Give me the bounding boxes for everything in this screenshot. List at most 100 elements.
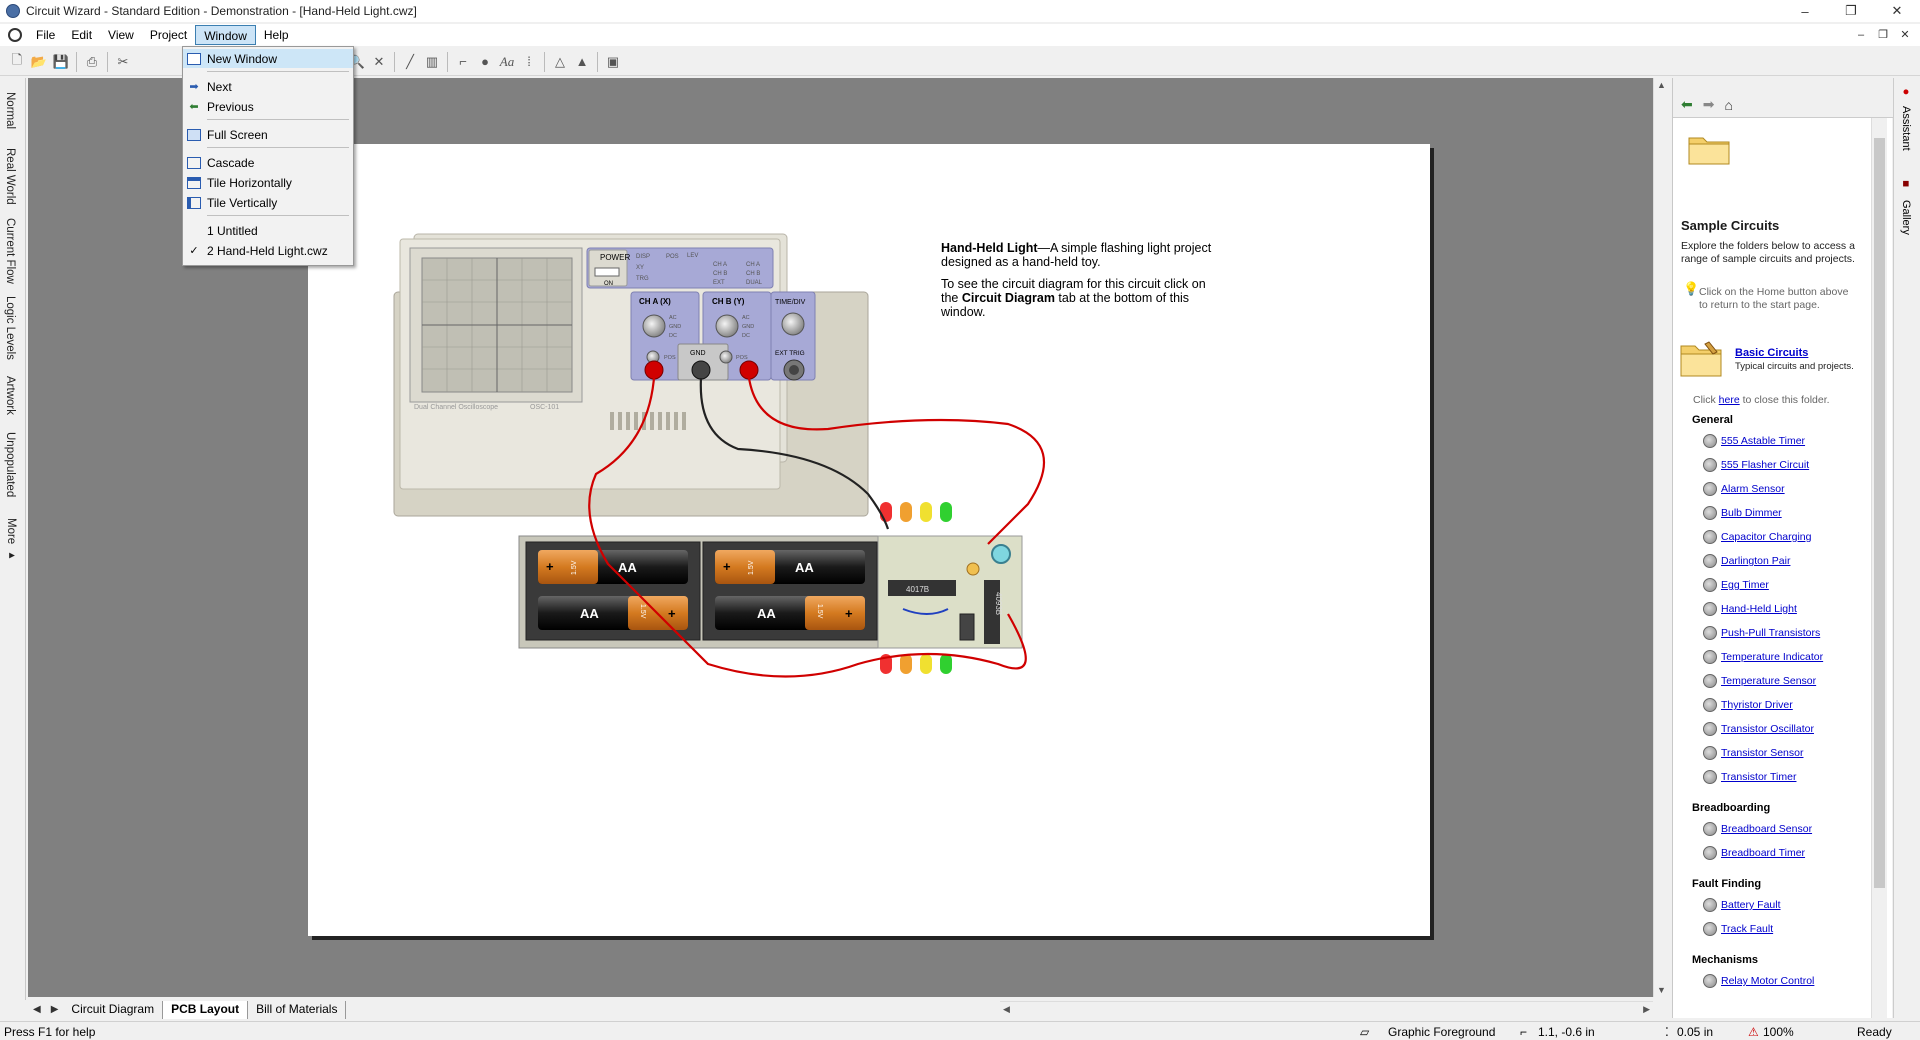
tab-assistant[interactable]: Assistant [1900, 106, 1912, 151]
delete-tool-icon[interactable]: ✕ [373, 53, 385, 69]
battery-pack[interactable]: AA AA AA AA 1.5V 1.5V 1.5V 1.5V ++++ [518, 535, 886, 649]
cut-icon[interactable]: ✂ [117, 53, 129, 69]
circuit-list-item[interactable]: Alarm Sensor [1703, 482, 1785, 496]
tab-real-world[interactable]: Real World [4, 148, 16, 205]
circuit-link[interactable]: Temperature Indicator [1721, 651, 1824, 663]
probe-wires[interactable] [588, 377, 1045, 678]
workspace-vertical-scrollbar[interactable]: ▲ ▼ [1653, 78, 1670, 997]
tab-current-flow[interactable]: Current Flow [4, 218, 16, 284]
scroll-right-icon[interactable]: ▶ [1643, 1004, 1650, 1014]
circuit-list-item[interactable]: Darlington Pair [1703, 554, 1790, 568]
circuit-link[interactable]: Darlington Pair [1721, 555, 1791, 567]
tab-logic-levels[interactable]: Logic Levels [4, 296, 16, 360]
tab-artwork[interactable]: Artwork [4, 376, 16, 415]
back-arrow-icon[interactable]: ⬅ [1681, 96, 1693, 112]
assistant-scrollbar[interactable] [1871, 118, 1887, 1018]
menu-view[interactable]: View [108, 28, 134, 42]
circuit-list-item[interactable]: Transistor Oscillator [1703, 722, 1814, 736]
align-tool-icon[interactable]: ⁞ [527, 54, 531, 69]
basic-circuits-folder-icon[interactable] [1679, 338, 1723, 380]
circuit-list-item[interactable]: 555 Astable Timer [1703, 434, 1805, 448]
circuit-list-item[interactable]: Bulb Dimmer [1703, 506, 1782, 520]
circuit-list-item[interactable]: Relay Motor Control [1703, 974, 1814, 988]
circuit-list-item[interactable]: Temperature Indicator [1703, 650, 1823, 664]
circuit-link[interactable]: Bulb Dimmer [1721, 507, 1782, 519]
menu-item-hand-held-light[interactable]: ✓ 2 Hand-Held Light.cwz [183, 241, 353, 260]
circuit-link[interactable]: 555 Astable Timer [1721, 435, 1806, 447]
circuit-list-item[interactable]: Transistor Timer [1703, 770, 1796, 784]
pad-tool-icon[interactable]: ● [481, 54, 489, 69]
menu-item-next[interactable]: ➡ Next [183, 77, 353, 96]
menu-item-full-screen[interactable]: Full Screen [183, 125, 353, 144]
circuit-link[interactable]: Breadboard Sensor [1721, 823, 1813, 835]
tab-gallery[interactable]: Gallery [1900, 200, 1912, 235]
circuit-link[interactable]: Egg Timer [1721, 579, 1769, 591]
menu-edit[interactable]: Edit [71, 28, 93, 42]
menu-item-tile-horizontally[interactable]: Tile Horizontally [183, 173, 353, 192]
circuit-link[interactable]: Battery Fault [1721, 899, 1781, 911]
circuit-list-item[interactable]: Egg Timer [1703, 578, 1769, 592]
menu-item-previous[interactable]: ⬅ Previous [183, 97, 353, 116]
status-grid[interactable]: 0.05 in [1677, 1025, 1714, 1039]
circuit-list-item[interactable]: Track Fault [1703, 922, 1773, 936]
scroll-left-icon[interactable]: ◀ [1003, 1004, 1010, 1014]
circuit-list-item[interactable]: Push-Pull Transistors [1703, 626, 1820, 640]
oscilloscope[interactable]: POWER ON DISP XY TRG POS LEV CH A CH B E… [393, 233, 869, 517]
close-button[interactable]: ✕ [1891, 3, 1903, 18]
pcb-board[interactable]: 4017B 4093B [877, 502, 1023, 674]
document-page[interactable]: POWER ON DISP XY TRG POS LEV CH A CH B E… [308, 144, 1430, 936]
menu-item-cascade[interactable]: Cascade [183, 153, 353, 172]
close-folder-link[interactable]: here [1718, 394, 1740, 406]
graph-icon[interactable]: ▥ [425, 53, 439, 69]
circuit-link[interactable]: 555 Flasher Circuit [1721, 459, 1810, 471]
circuit-list-item[interactable]: Breadboard Timer [1703, 846, 1805, 860]
tab-more[interactable]: More ▸ [5, 518, 17, 562]
menu-file[interactable]: File [36, 28, 56, 42]
doc-close-button[interactable]: ✕ [1900, 29, 1910, 41]
circuit-list-item[interactable]: Temperature Sensor [1703, 674, 1816, 688]
status-layer[interactable]: Graphic Foreground [1388, 1025, 1496, 1039]
circuit-link[interactable]: Transistor Sensor [1721, 747, 1804, 759]
tab-pcb-layout[interactable]: PCB Layout [163, 1000, 249, 1019]
circuit-link[interactable]: Alarm Sensor [1721, 483, 1785, 495]
tab-prev-icon[interactable]: ◀ [33, 1004, 41, 1015]
menu-item-untitled[interactable]: 1 Untitled [207, 223, 258, 238]
circuit-list-item[interactable]: Transistor Sensor [1703, 746, 1803, 760]
tab-circuit-diagram[interactable]: Circuit Diagram [63, 1000, 164, 1019]
open-folder-icon[interactable]: 📂 [30, 53, 48, 69]
text-tool-icon[interactable]: Aa [499, 53, 515, 69]
circuit-list-item[interactable]: Battery Fault [1703, 898, 1781, 912]
circuit-list-item[interactable]: Breadboard Sensor [1703, 822, 1812, 836]
circuit-link[interactable]: Temperature Sensor [1721, 675, 1817, 687]
scroll-down-icon[interactable]: ▼ [1657, 985, 1666, 995]
menu-item-tile-vertically[interactable]: Tile Vertically [183, 193, 353, 212]
menu-help[interactable]: Help [263, 28, 289, 42]
gallery-tool-icon[interactable]: ▣ [606, 53, 620, 69]
minimize-button[interactable]: – [1801, 3, 1809, 19]
circuit-list-item[interactable]: Thyristor Driver [1703, 698, 1793, 712]
status-zoom[interactable]: 100% [1763, 1025, 1794, 1039]
doc-minimize-button[interactable]: – [1857, 29, 1865, 41]
menu-project[interactable]: Project [149, 28, 188, 42]
circuit-list-item[interactable]: Hand-Held Light [1703, 602, 1797, 616]
assistant-scroll-thumb[interactable] [1874, 138, 1885, 888]
tab-next-icon[interactable]: ▶ [50, 1004, 59, 1015]
tab-normal[interactable]: Normal [4, 92, 16, 130]
circuit-canvas[interactable]: POWER ON DISP XY TRG POS LEV CH A CH B E… [308, 144, 1430, 936]
basic-circuits-link[interactable]: Basic Circuits [1735, 347, 1809, 359]
circuit-link[interactable]: Track Fault [1721, 923, 1774, 935]
menu-window[interactable]: Window [195, 25, 256, 45]
circuit-link[interactable]: Hand-Held Light [1721, 603, 1797, 615]
scroll-up-icon[interactable]: ▲ [1657, 80, 1666, 90]
maximize-button[interactable]: ❐ [1845, 3, 1857, 18]
forward-arrow-icon[interactable]: ➡ [1702, 96, 1715, 112]
circuit-link[interactable]: Relay Motor Control [1721, 975, 1815, 987]
tab-bill-of-materials[interactable]: Bill of Materials [248, 1000, 347, 1019]
circuit-link[interactable]: Transistor Timer [1721, 771, 1797, 783]
menu-item-new-window[interactable]: New Window [183, 49, 353, 68]
flip-tool-icon[interactable]: ▲ [575, 54, 589, 69]
print-icon[interactable]: ⎙ [86, 53, 98, 69]
circuit-list-item[interactable]: 555 Flasher Circuit [1703, 458, 1809, 472]
rotate-tool-icon[interactable]: △ [555, 53, 565, 69]
circuit-link[interactable]: Capacitor Charging [1721, 531, 1812, 543]
